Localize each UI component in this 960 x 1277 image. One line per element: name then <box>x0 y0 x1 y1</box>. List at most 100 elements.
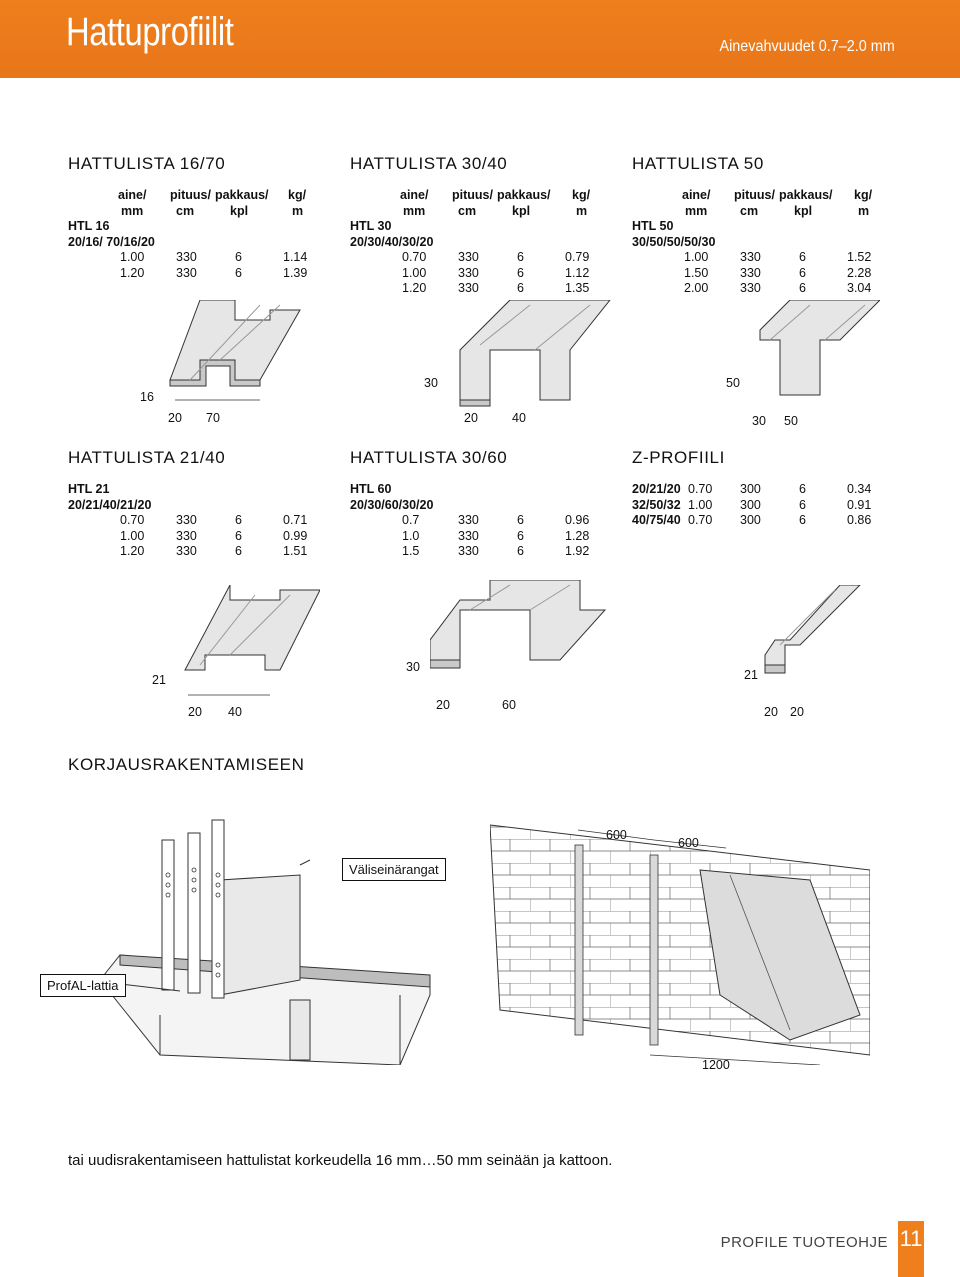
profile-drawing-30-60 <box>430 580 607 669</box>
cell: 1.20 <box>402 281 427 295</box>
cell: 1.00 <box>120 250 145 264</box>
section-title-repair: KORJAUSRAKENTAMISEEN <box>68 755 305 774</box>
dim-label: 20 <box>436 698 450 712</box>
cell: 6 <box>235 265 242 280</box>
dim-label: 21 <box>744 668 758 682</box>
section-title-16-70: HATTULISTA 16/70 <box>68 154 226 173</box>
product-dims: 20/30/40/30/20 <box>350 234 434 249</box>
cell: 0.79 <box>565 250 590 264</box>
cell: 1.92 <box>565 544 590 558</box>
cell: 1.00 <box>402 265 427 280</box>
cell: 1.28 <box>565 528 590 543</box>
cell: 330 <box>740 250 761 264</box>
cell: 1.51 <box>283 544 308 558</box>
col-unit: m <box>858 203 870 218</box>
col-unit: kpl <box>230 203 249 218</box>
cell: 0.34 <box>847 482 872 496</box>
cell: 6 <box>517 250 524 264</box>
col-header: pakkaus/ <box>215 188 269 202</box>
col-unit: mm <box>403 203 426 218</box>
cell: 20/21/20 <box>632 482 681 496</box>
col-unit: kpl <box>794 203 813 218</box>
footer-label: PROFILE TUOTEOHJE <box>720 1234 888 1251</box>
callout-walls: Väliseinärangat <box>342 858 446 881</box>
dim-label: 50 <box>784 414 798 428</box>
cell: 330 <box>458 250 479 264</box>
section-title-21-40: HATTULISTA 21/40 <box>68 448 226 467</box>
cell: 2.00 <box>684 281 709 295</box>
product-code: HTL 30 <box>350 219 392 233</box>
spec-table-50: aine/ pituus/ pakkaus/ kg/ mm cm kpl m H… <box>632 188 872 297</box>
dim-label: 20 <box>188 705 202 719</box>
cell: 330 <box>176 544 197 558</box>
cell: 330 <box>458 528 479 543</box>
floor-wall-illustration <box>100 819 431 1065</box>
bottom-caption: tai uudisrakentamiseen hattulistat korke… <box>68 1152 613 1169</box>
dim-label: 30 <box>406 660 420 674</box>
callout-floor: ProfAL-lattia <box>40 974 126 997</box>
cell: 1.39 <box>283 265 308 280</box>
col-unit: cm <box>176 203 195 218</box>
dim-label: 20 <box>168 411 182 425</box>
cell: 6 <box>517 281 524 295</box>
cell: 0.96 <box>565 513 590 527</box>
page-number: 11 <box>898 1221 924 1277</box>
col-unit: m <box>292 203 304 218</box>
dim-label: 30 <box>752 414 766 428</box>
profile-drawing-50 <box>759 300 880 396</box>
col-unit: cm <box>740 203 759 218</box>
cell: 6 <box>799 513 806 527</box>
cell: 1.5 <box>402 544 420 558</box>
col-unit: kpl <box>512 203 531 218</box>
cell: 6 <box>235 513 242 527</box>
cell: 330 <box>458 265 479 280</box>
cell: 6 <box>799 281 806 295</box>
spec-table-21-40: HTL 21 20/21/40/21/20 0.70 330 6 0.71 1.… <box>68 482 308 560</box>
cell: 1.20 <box>120 544 145 558</box>
cell: 40/75/40 <box>632 513 681 527</box>
col-header: pituus/ <box>170 188 211 202</box>
cell: 6 <box>235 528 242 543</box>
measure-label: 600 <box>606 828 627 842</box>
cell: 6 <box>799 250 806 264</box>
profile-drawing-z-profiili <box>764 585 861 674</box>
product-code: HTL 60 <box>350 482 392 496</box>
spec-table-30-60: HTL 60 20/30/60/30/20 0.7 330 6 0.96 1.0… <box>350 482 590 560</box>
col-header: aine/ <box>118 188 147 202</box>
col-header: pituus/ <box>452 188 493 202</box>
profile-drawing-30-40 <box>459 300 611 407</box>
dim-label: 70 <box>206 411 220 425</box>
cell: 0.71 <box>283 513 308 527</box>
cell: 6 <box>517 265 524 280</box>
product-dims: 20/21/40/21/20 <box>68 497 152 512</box>
cell: 1.00 <box>688 497 713 512</box>
cell: 0.86 <box>847 513 872 527</box>
cell: 330 <box>458 544 479 558</box>
cell: 1.52 <box>847 250 872 264</box>
dim-label: 20 <box>764 705 778 719</box>
product-dims: 20/16/ 70/16/20 <box>68 234 155 249</box>
dim-label: 16 <box>140 390 154 404</box>
profile-drawing-16-70 <box>169 300 301 401</box>
dim-label: 21 <box>152 673 166 687</box>
dim-label: 40 <box>228 705 242 719</box>
cell: 6 <box>799 482 806 496</box>
dim-label: 20 <box>464 411 478 425</box>
col-unit: m <box>576 203 588 218</box>
section-title-30-60: HATTULISTA 30/60 <box>350 448 508 467</box>
cell: 1.0 <box>402 528 420 543</box>
cell: 0.99 <box>283 528 308 543</box>
cell: 1.14 <box>283 250 308 264</box>
cell: 330 <box>458 281 479 295</box>
page-title: Hattuprofiilit <box>66 10 234 54</box>
spec-table-16-70: aine/ pituus/ pakkaus/ kg/ mm cm kpl m H… <box>68 188 308 281</box>
dim-label: 50 <box>726 376 740 390</box>
spec-table-z-profiili: 20/21/20 0.70 300 6 0.34 32/50/32 1.00 3… <box>632 482 872 529</box>
cell: 1.35 <box>565 281 590 295</box>
cell: 1.00 <box>120 528 145 543</box>
cell: 3.04 <box>847 281 872 295</box>
cell: 6 <box>517 513 524 527</box>
cell: 330 <box>176 528 197 543</box>
cell: 330 <box>740 265 761 280</box>
cell: 6 <box>517 544 524 558</box>
